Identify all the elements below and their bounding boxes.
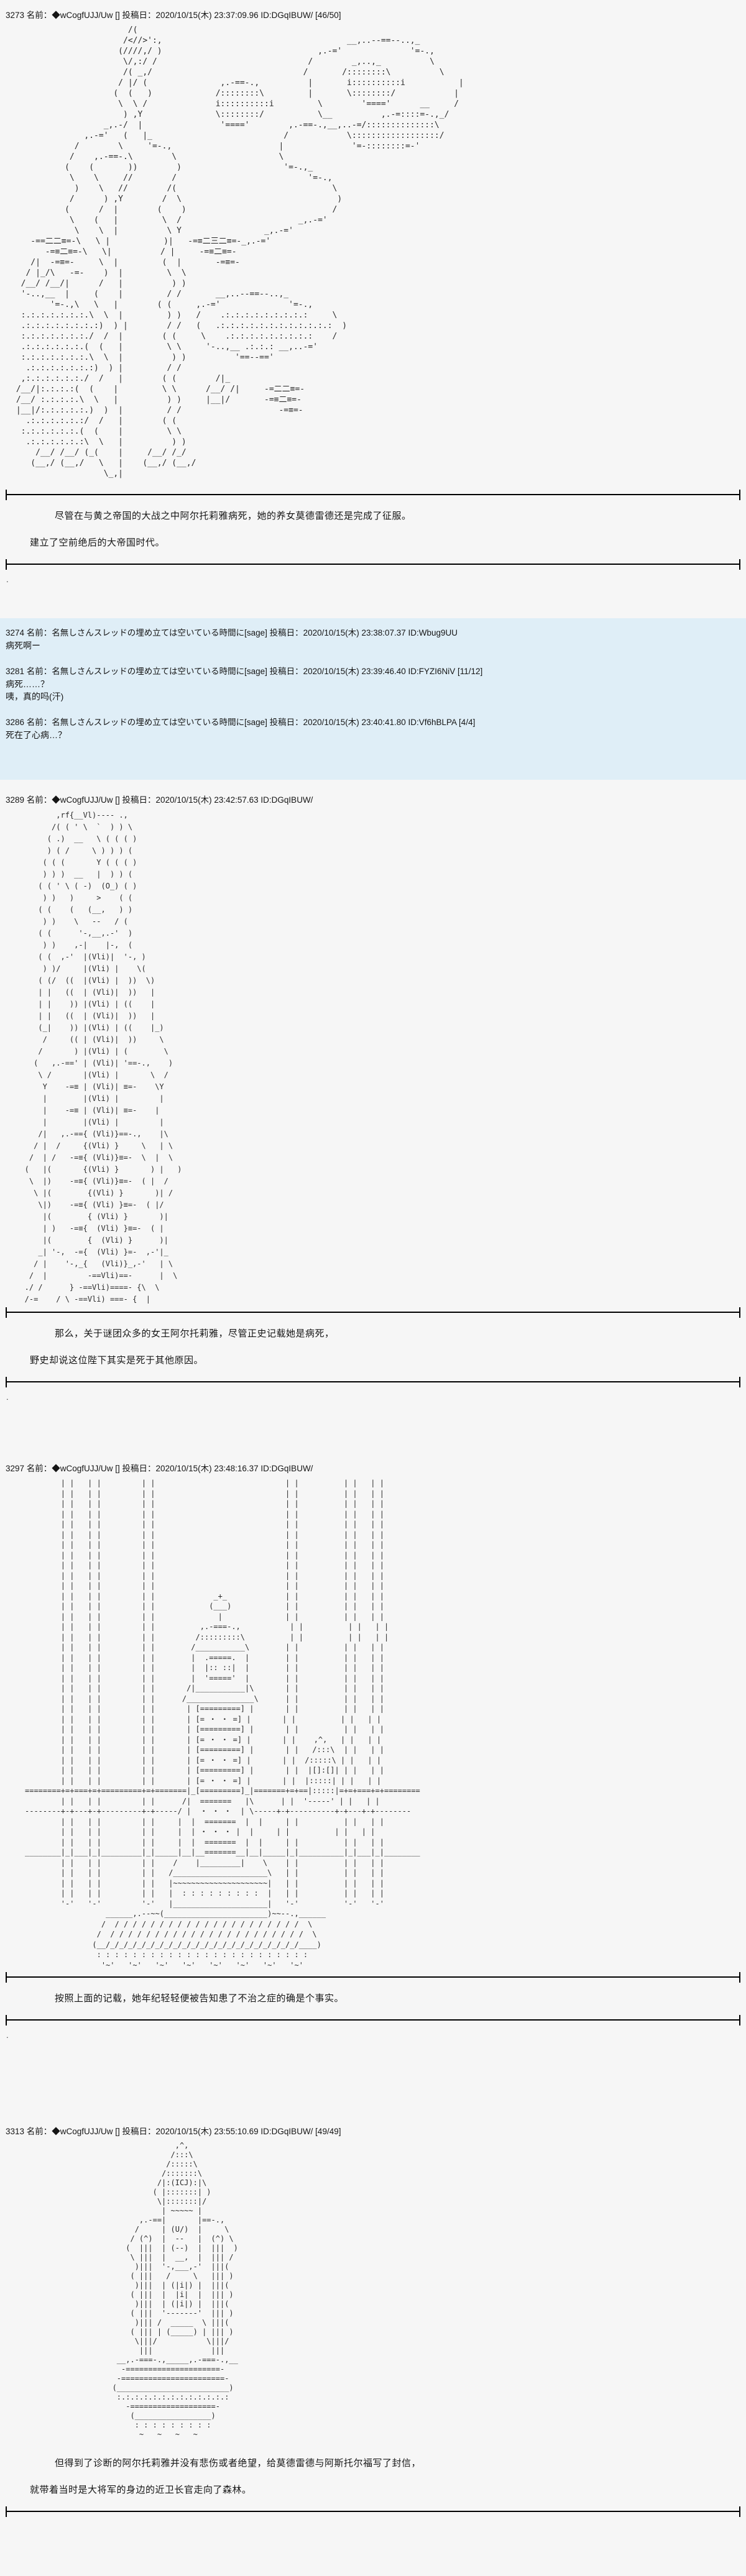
dot-spacer: .: [6, 575, 9, 584]
post-header-3297: 3297 名前：◆wCogfUJJ/Uw [] 投稿日：2020/10/15(木…: [6, 1464, 313, 1473]
divider-left-tick-icon: [6, 489, 7, 500]
divider-left-tick-icon: [6, 2014, 7, 2026]
section-divider: [0, 488, 746, 501]
vertical-gap: [0, 780, 746, 793]
narration-line: 建立了空前绝后的大帝国时代。: [30, 537, 165, 548]
vertical-gap: [0, 1406, 746, 1462]
divider-right-tick-icon: [739, 2014, 740, 2026]
reply-post-3286: 3286 名前：名無しさんスレッドの埋め立ては空いている時間に[sage] 投稿…: [0, 716, 746, 741]
post-header-3286: 3286 名前：名無しさんスレッドの埋め立ては空いている時間に[sage] 投稿…: [6, 718, 476, 727]
reply-text-line: 病死啊ー: [6, 641, 40, 651]
narration-line: 那么，关于谜团众多的女王阿尔托莉雅，尽管正史记载她是病死，: [55, 1328, 334, 1339]
divider-line: [7, 494, 739, 495]
divider-right-tick-icon: [739, 559, 740, 570]
narration-3297: 按照上面的记载，她年纪轻轻便被告知患了不治之症的确是个事实。: [0, 1984, 746, 2013]
section-divider: [0, 2013, 746, 2027]
reply-post-3274: 3274 名前：名無しさんスレッドの埋め立ては空いている時間に[sage] 投稿…: [0, 627, 746, 652]
vertical-gap: [0, 2518, 746, 2553]
section-divider: [0, 2505, 746, 2518]
narration-3273: 尽管在与黄之帝国的大战之中阿尔托莉雅病死，她的养女莫德雷德还是完成了征服。 建立…: [0, 501, 746, 557]
divider-line: [7, 564, 739, 565]
reply-text-line: 咦，真的吗(汗): [6, 692, 64, 701]
divider-line: [7, 1976, 739, 1978]
divider-line: [7, 1312, 739, 1313]
divider-line: [7, 1381, 739, 1382]
ascii-art-3313: ,^, /:::\ /:::::\ /:::::::\ /|:(ICJ):|\ …: [112, 2141, 238, 2439]
reply-post-3281: 3281 名前：名無しさんスレッドの埋め立ては空いている時間に[sage] 投稿…: [0, 665, 746, 703]
section-divider: [0, 1305, 746, 1319]
narration-line: 就带着当时是大将军的身边的近卫长官走向了森林。: [30, 2485, 252, 2495]
post-header-3313: 3313 名前：◆wCogfUJJ/Uw [] 投稿日：2020/10/15(木…: [6, 2127, 341, 2136]
vertical-gap: [0, 588, 746, 618]
narration-3289: 那么，关于谜团众多的女王阿尔托莉雅，尽管正史记载她是病死， 野史却说这位陛下其实…: [0, 1319, 746, 1375]
ascii-art-3289: ,rf{__Vl)---- ., /( ( ' \ ` ) ) \ ( .) _…: [24, 811, 182, 1304]
narration-line: 但得到了诊断的阿尔托莉雅并没有悲伤或者绝望，给莫德雷德与阿斯托尔福写了封信，: [55, 2458, 421, 2469]
divider-right-tick-icon: [739, 1307, 740, 1318]
section-divider: [0, 557, 746, 571]
narration-3313: 但得到了诊断的阿尔托莉雅并没有悲伤或者绝望，给莫德雷德与阿斯托尔福写了封信， 就…: [0, 2449, 746, 2505]
vertical-gap: [0, 2044, 746, 2125]
divider-line: [7, 2511, 739, 2512]
post-header-3273: 3273 名前：◆wCogfUJJ/Uw [] 投稿日：2020/10/15(木…: [6, 11, 341, 20]
divider-left-tick-icon: [6, 1971, 7, 1983]
narration-line: 野史却说这位陛下其实是死于其他原因。: [30, 1355, 204, 1366]
divider-left-tick-icon: [6, 2506, 7, 2517]
post-header-3281: 3281 名前：名無しさんスレッドの埋め立ては空いている時間に[sage] 投稿…: [6, 667, 483, 676]
divider-right-tick-icon: [739, 2506, 740, 2517]
narration-line: 按照上面的记载，她年纪轻轻便被告知患了不治之症的确是个事实。: [55, 1993, 344, 2004]
reply-text-line: 死在了心病…？: [6, 730, 67, 740]
divider-left-tick-icon: [6, 1307, 7, 1318]
narration-line: 尽管在与黄之帝国的大战之中阿尔托莉雅病死，她的养女莫德雷德还是完成了征服。: [55, 511, 412, 521]
divider-line: [7, 2019, 739, 2021]
divider-right-tick-icon: [739, 1971, 740, 1983]
dot-spacer: .: [6, 1392, 9, 1402]
divider-right-tick-icon: [739, 1376, 740, 1387]
dot-spacer: .: [6, 2030, 9, 2040]
post-header-3274: 3274 名前：名無しさんスレッドの埋め立ては空いている時間に[sage] 投稿…: [6, 628, 458, 637]
ascii-art-3273: /( /<//>':, __,..--==--..,_ (////,/ ) ,.…: [16, 25, 464, 478]
divider-left-tick-icon: [6, 559, 7, 570]
ascii-art-3297: | | | | | | | | | | | | | | | | | | | | …: [25, 1479, 420, 1970]
reply-posts-section: 3274 名前：名無しさんスレッドの埋め立ては空いている時間に[sage] 投稿…: [0, 618, 746, 780]
reply-text-line: 病死……？: [6, 679, 49, 689]
section-divider: [0, 1375, 746, 1389]
divider-right-tick-icon: [739, 489, 740, 500]
post-header-3289: 3289 名前：◆wCogfUJJ/Uw [] 投稿日：2020/10/15(木…: [6, 795, 313, 805]
divider-left-tick-icon: [6, 1376, 7, 1387]
section-divider: [0, 1970, 746, 1984]
